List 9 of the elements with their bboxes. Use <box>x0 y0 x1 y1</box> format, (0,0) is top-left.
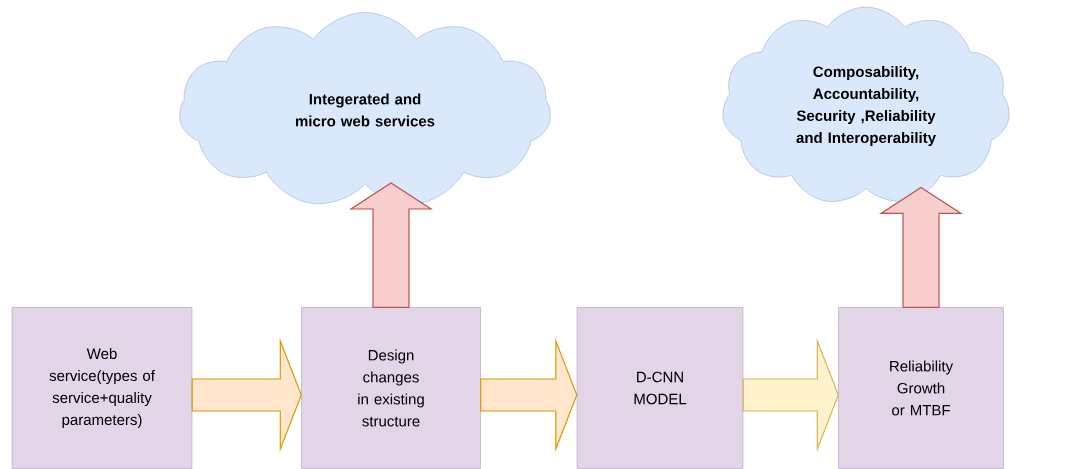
process-box: Design changes in existing structure <box>301 307 481 469</box>
block-arrow <box>742 337 839 453</box>
process-box: D-CNN MODEL <box>576 307 744 469</box>
process-box: Web service(types of service+quality parameters) <box>11 307 193 469</box>
block-arrow <box>191 337 302 453</box>
process-box: Reliability Growth or MTBF <box>838 307 1004 469</box>
block-arrow <box>480 337 578 453</box>
block-arrow <box>879 186 964 308</box>
block-arrow <box>349 182 434 308</box>
